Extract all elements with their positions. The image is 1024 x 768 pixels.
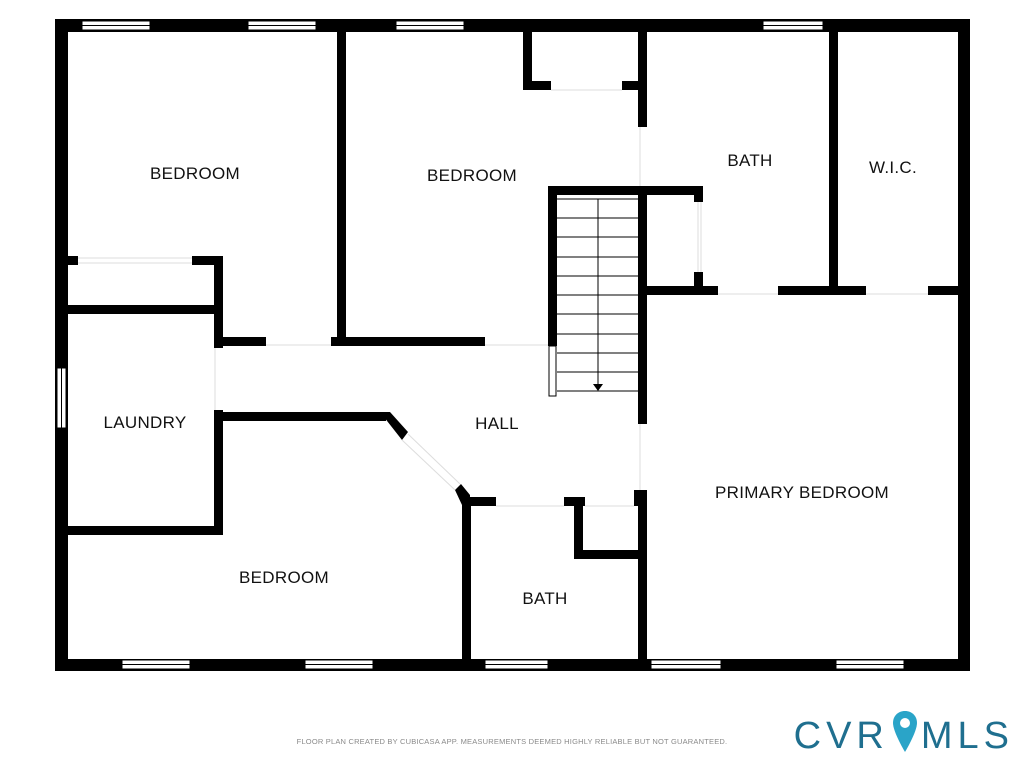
- map-pin-icon: [892, 710, 918, 754]
- room-label-bedroom: BEDROOM: [150, 164, 240, 183]
- wall: [638, 186, 647, 424]
- wall: [694, 272, 703, 295]
- stairs: [548, 198, 638, 397]
- wall: [634, 490, 647, 506]
- wall: [214, 412, 386, 421]
- room-labels: BEDROOM BEDROOM BATH W.I.C. LAUNDRY HALL…: [103, 151, 917, 608]
- wall: [68, 305, 222, 314]
- brand-logo: CVR MLS: [794, 711, 1014, 761]
- wall: [694, 186, 703, 202]
- room-label-laundry: LAUNDRY: [103, 413, 186, 432]
- room-label-bath: BATH: [727, 151, 772, 170]
- room-label-bath: BATH: [522, 589, 567, 608]
- room-label-hall: HALL: [475, 414, 519, 433]
- wall: [829, 32, 838, 295]
- outer-wall-right: [958, 19, 970, 671]
- stair-railing: [548, 345, 557, 397]
- wall: [462, 497, 496, 506]
- wall: [548, 186, 703, 195]
- room-label-bedroom: BEDROOM: [239, 568, 329, 587]
- outer-wall-left: [55, 19, 68, 671]
- wall: [574, 497, 583, 559]
- wall: [214, 410, 223, 535]
- wall: [68, 256, 78, 265]
- wall: [337, 32, 346, 344]
- room-label-wic: W.I.C.: [869, 158, 917, 177]
- disclaimer-text: FLOOR PLAN CREATED BY CUBICASA APP. MEAS…: [296, 737, 728, 746]
- wall: [192, 256, 223, 265]
- wall: [523, 81, 551, 90]
- wall: [638, 490, 647, 659]
- wall: [574, 550, 644, 559]
- openings: [78, 89, 928, 507]
- wall: [523, 32, 532, 90]
- wall: [638, 32, 647, 127]
- room-label-bedroom: BEDROOM: [427, 166, 517, 185]
- window-centerlines: [61, 25, 904, 665]
- wall: [928, 286, 958, 295]
- wall: [638, 286, 718, 295]
- wall: [214, 337, 266, 346]
- arrow-down-icon: [593, 384, 603, 391]
- wall: [462, 497, 471, 659]
- outer-wall-top: [55, 19, 970, 32]
- brand-text-left: CVR: [793, 714, 889, 757]
- wall: [214, 256, 223, 348]
- wall: [778, 286, 866, 295]
- room-label-primary-bedroom: PRIMARY BEDROOM: [715, 483, 889, 502]
- wall: [331, 337, 485, 346]
- wall: [68, 526, 222, 535]
- wall: [622, 81, 646, 90]
- wall-diagonal: [380, 412, 408, 440]
- brand-text-right: MLS: [920, 714, 1014, 757]
- wall: [548, 186, 557, 346]
